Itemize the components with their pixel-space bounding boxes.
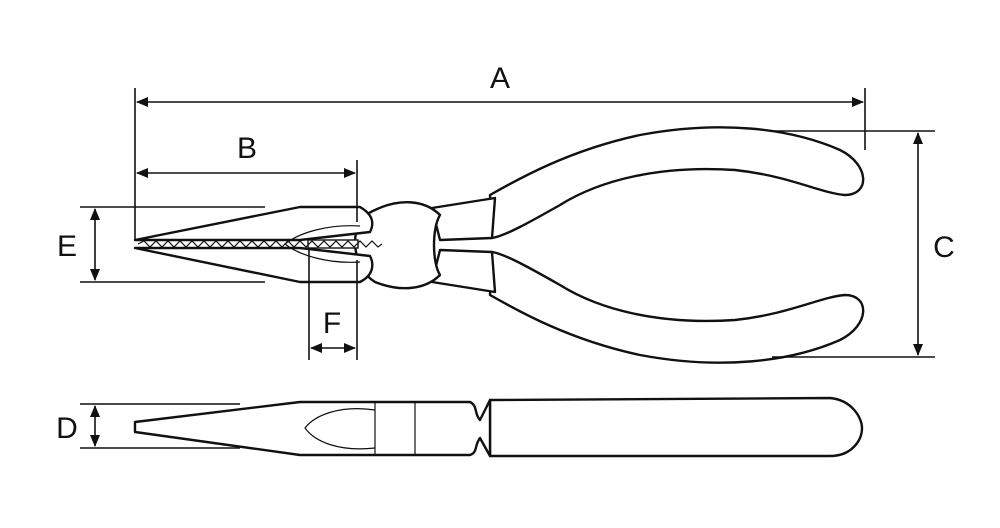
label-a: A xyxy=(490,62,510,95)
dimension-e: E xyxy=(57,206,265,283)
lower-jaw xyxy=(133,246,374,284)
upper-jaw xyxy=(133,205,374,242)
jaw-serrations xyxy=(137,240,383,248)
side-head xyxy=(133,398,492,458)
dimension-c: C xyxy=(772,130,955,358)
lower-handle xyxy=(488,250,865,364)
dimension-d: D xyxy=(56,403,240,449)
upper-handle xyxy=(488,126,865,240)
side-handle xyxy=(488,396,864,458)
label-d: D xyxy=(56,412,78,445)
dimension-a: A xyxy=(134,62,866,240)
dimension-b: B xyxy=(136,132,358,222)
dimension-f: F xyxy=(308,250,358,360)
label-b: B xyxy=(237,132,257,165)
label-c: C xyxy=(933,231,955,264)
lower-neck xyxy=(430,248,497,294)
side-jaw-curve xyxy=(304,408,376,450)
upper-neck xyxy=(430,196,497,242)
pliers-side-view xyxy=(133,396,864,458)
label-e: E xyxy=(57,230,77,263)
pliers-top-view xyxy=(133,126,865,364)
label-f: F xyxy=(323,307,341,340)
